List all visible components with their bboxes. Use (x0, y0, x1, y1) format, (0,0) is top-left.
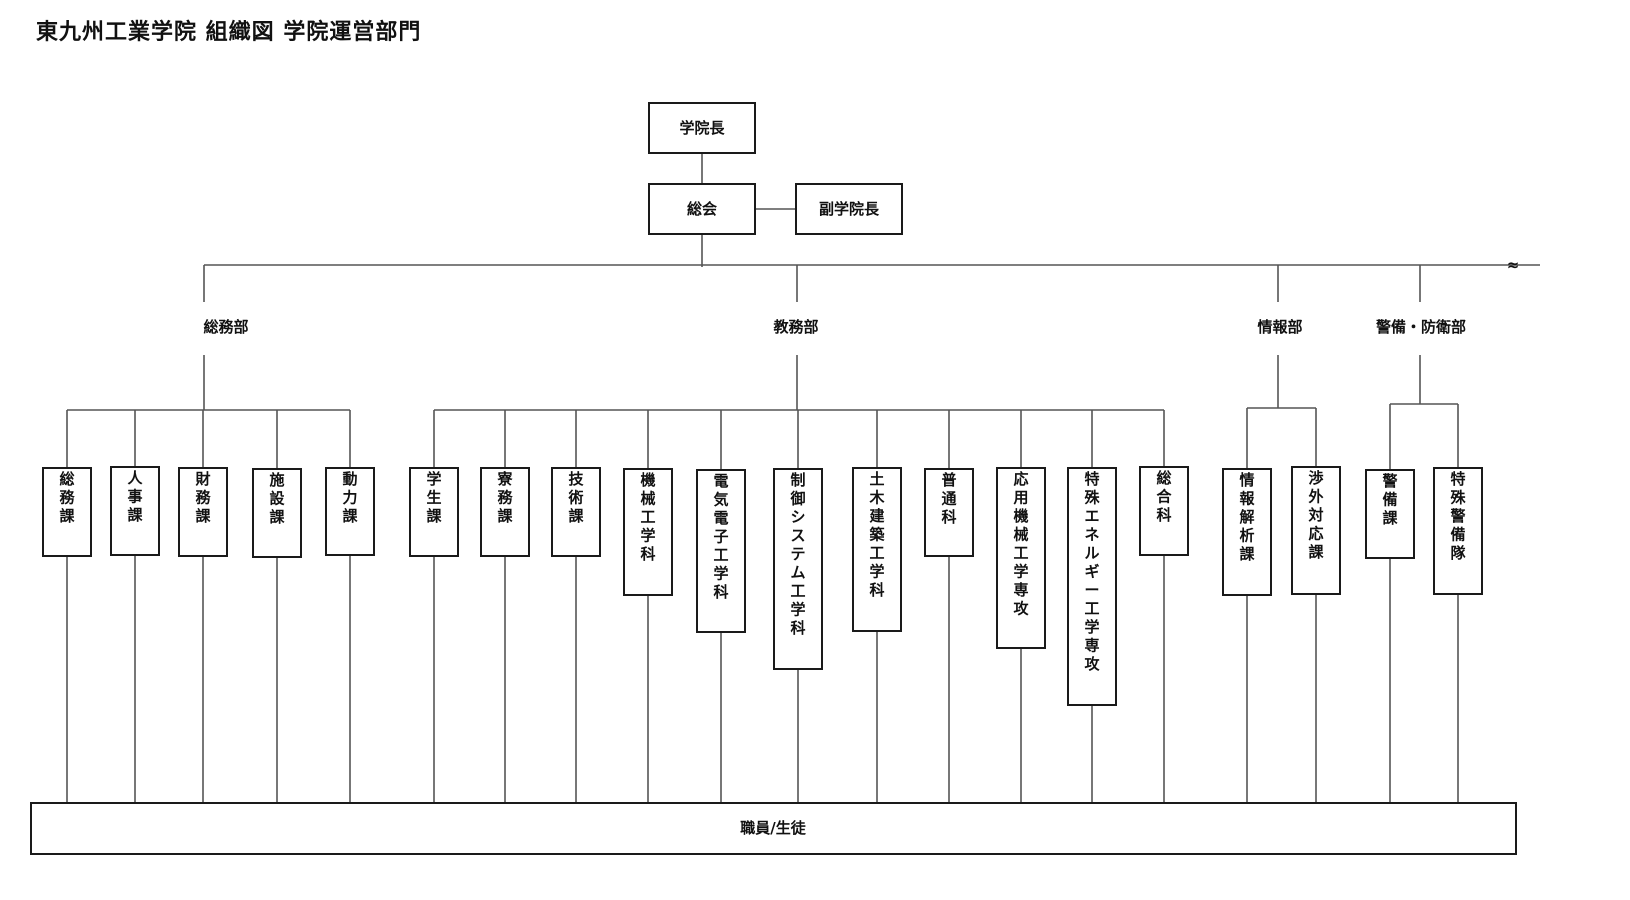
dept-label-keibi: 警備・防衛部 (1375, 318, 1466, 336)
unit-label-kyomu-2: 技術課 (567, 470, 584, 525)
unit-box-kyomu-4 (696, 469, 746, 633)
council-box (648, 183, 756, 235)
base-label: 職員/生徒 (740, 819, 806, 837)
head-box (648, 102, 756, 154)
unit-label-somu-3: 施設課 (269, 471, 285, 526)
dept-label-joho: 情報部 (1257, 318, 1302, 336)
dept-label-somu: 総務部 (203, 318, 248, 336)
unit-label-kyomu-5: 制御システム工学科 (789, 471, 805, 637)
unit-label-kyomu-0: 学生課 (426, 470, 442, 525)
unit-box-kyomu-7 (924, 468, 974, 557)
unit-box-kyomu-8 (996, 467, 1046, 649)
dept-label-kyomu: 教務部 (772, 318, 818, 336)
unit-box-kyomu-2 (551, 467, 601, 557)
unit-box-somu-2 (178, 467, 228, 557)
unit-box-somu-3 (252, 468, 302, 558)
vice-label: 副学院長 (819, 200, 880, 218)
unit-box-kyomu-0 (409, 467, 459, 557)
unit-box-joho-1 (1291, 466, 1341, 595)
page-title: 東九州工業学院 組織図 学院運営部門 (36, 20, 422, 45)
unit-label-kyomu-1: 寮務課 (496, 470, 513, 525)
unit-label-kyomu-4: 電気電子工学科 (713, 472, 728, 601)
unit-box-kyomu-1 (480, 467, 530, 557)
unit-label-somu-0: 総務課 (59, 470, 75, 525)
unit-label-keibi-1: 特殊警備隊 (1449, 470, 1466, 562)
unit-label-joho-0: 情報解析課 (1239, 471, 1255, 563)
council-label: 総会 (687, 200, 717, 218)
unit-box-kyomu-6 (852, 467, 902, 632)
unit-label-keibi-0: 警備課 (1381, 472, 1398, 527)
unit-label-somu-2: 財務課 (194, 470, 211, 525)
unit-box-kyomu-9 (1067, 467, 1117, 706)
continuation-mark: ≈ (1507, 256, 1520, 274)
unit-label-somu-4: 動力課 (342, 470, 358, 525)
unit-box-kyomu-3 (623, 468, 673, 596)
org-boxes (30, 102, 1517, 855)
unit-box-somu-0 (42, 467, 92, 557)
unit-label-joho-1: 渉外対応課 (1307, 469, 1324, 561)
unit-box-keibi-0 (1365, 469, 1415, 559)
unit-label-kyomu-10: 総合科 (1155, 469, 1172, 524)
unit-label-kyomu-6: 土木建築工学科 (868, 470, 885, 599)
base-box (30, 802, 1517, 855)
connector-lines (66, 153, 1540, 803)
unit-label-kyomu-9: 特殊エネルギー工学専攻 (1084, 470, 1100, 673)
head-label: 学院長 (679, 119, 725, 137)
unit-box-somu-4 (325, 467, 375, 556)
vice-box (795, 183, 903, 235)
unit-box-kyomu-5 (773, 468, 823, 670)
unit-label-kyomu-8: 応用機械工学専攻 (1013, 470, 1029, 618)
unit-label-kyomu-7: 普通科 (941, 471, 956, 526)
unit-label-kyomu-3: 機械工学科 (640, 471, 655, 563)
unit-label-somu-1: 人事課 (127, 469, 143, 524)
unit-box-keibi-1 (1433, 467, 1483, 595)
unit-box-kyomu-10 (1139, 466, 1189, 556)
unit-box-somu-1 (110, 466, 160, 556)
unit-box-joho-0 (1222, 468, 1272, 596)
